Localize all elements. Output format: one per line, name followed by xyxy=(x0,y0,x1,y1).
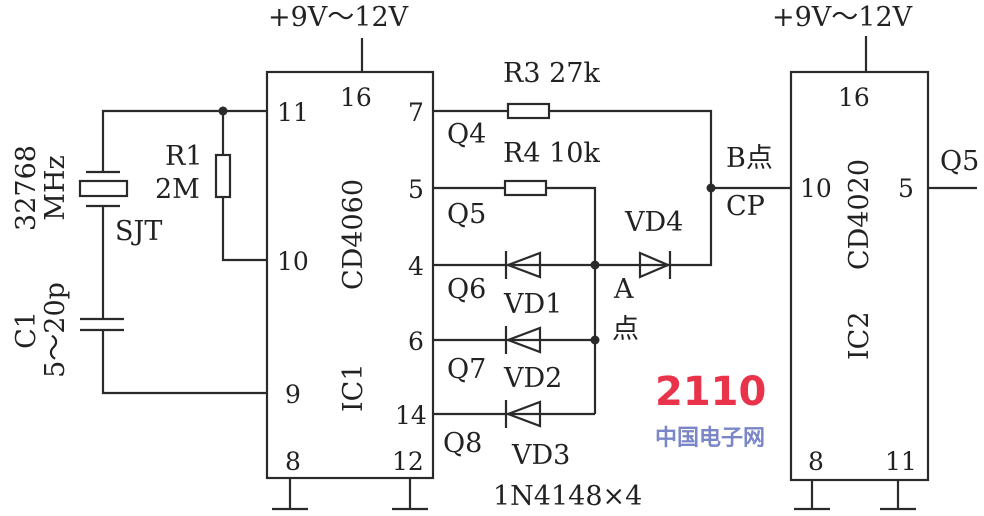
ic2-output-label: Q5 xyxy=(940,146,979,177)
ic1-pin-16: 16 xyxy=(340,83,372,112)
ic2-pin-10: 10 xyxy=(800,174,832,203)
ground-symbol xyxy=(794,480,916,511)
ic2-pin-11: 11 xyxy=(885,447,917,476)
r4-label: R4 10k xyxy=(503,138,600,169)
vd4-diode xyxy=(638,251,671,279)
q5-label: Q5 xyxy=(447,199,486,230)
ic1-supply-label: +9V～12V xyxy=(268,2,409,33)
node-a-char: 点 xyxy=(612,314,639,345)
ic1-pin-8: 8 xyxy=(285,447,301,476)
node-a-letter: A xyxy=(613,274,634,305)
watermark-site: 中国电子网 xyxy=(655,426,765,451)
ic1-pin-7: 7 xyxy=(408,98,424,127)
crystal-sjt xyxy=(78,179,129,198)
r1-name: R1 xyxy=(165,141,203,172)
ic1-pin-10: 10 xyxy=(277,247,309,276)
ic1-pin-12: 12 xyxy=(392,447,424,476)
ic1-part: CD4060 xyxy=(338,179,369,290)
node-b-label: B点 xyxy=(726,143,773,174)
vd4-label: VD4 xyxy=(624,207,683,238)
watermark-logo: 2110 中国电子网 xyxy=(655,369,766,451)
ic2-name: IC2 xyxy=(844,311,875,360)
ic2-pin-5: 5 xyxy=(898,174,914,203)
ic2-part: CD4020 xyxy=(844,159,875,270)
crystal-frequency: 32768 xyxy=(11,145,42,231)
ic1-pin-11: 11 xyxy=(277,98,309,127)
vd2-diode xyxy=(504,326,542,354)
ic1-pin-9: 9 xyxy=(285,380,301,409)
ground-symbol xyxy=(272,478,428,511)
ic2-pin-8: 8 xyxy=(808,447,824,476)
vd3-diode xyxy=(504,400,542,428)
ic2-body xyxy=(789,70,930,482)
crystal-name: SJT xyxy=(115,216,162,247)
diode-part-label: 1N4148×4 xyxy=(493,481,642,512)
ic1-pin-5: 5 xyxy=(408,175,424,204)
q7-label: Q7 xyxy=(447,354,486,385)
vd2-label: VD2 xyxy=(503,363,562,394)
r3-label: R3 27k xyxy=(503,58,600,89)
ic1-pin-6: 6 xyxy=(408,327,424,356)
vd1-diode xyxy=(504,251,542,279)
divider-network xyxy=(433,102,791,428)
vd3-label: VD3 xyxy=(511,440,570,471)
c1-value: 5～20p xyxy=(40,282,71,378)
ic1-pin-14: 14 xyxy=(395,401,427,430)
q4-label: Q4 xyxy=(447,119,486,150)
watermark-number: 2110 xyxy=(655,369,766,415)
r3-resistor xyxy=(506,102,551,120)
q6-label: Q6 xyxy=(447,274,486,305)
r1-value: 2M xyxy=(155,174,200,205)
vd1-label: VD1 xyxy=(503,289,562,320)
ic1-name: IC1 xyxy=(338,363,369,412)
ic1-pin-4: 4 xyxy=(408,252,424,281)
crystal-unit: MHz xyxy=(40,155,71,220)
r1-resistor xyxy=(214,153,232,199)
oscillator-network xyxy=(78,106,267,395)
q8-label: Q8 xyxy=(443,428,482,459)
cp-label: CP xyxy=(726,191,765,222)
ic1-body xyxy=(265,70,435,480)
c1-name: C1 xyxy=(11,311,42,349)
ic2-pin-16: 16 xyxy=(838,83,870,112)
ic2-supply-label: +9V～12V xyxy=(772,2,913,33)
r4-resistor xyxy=(503,179,548,197)
